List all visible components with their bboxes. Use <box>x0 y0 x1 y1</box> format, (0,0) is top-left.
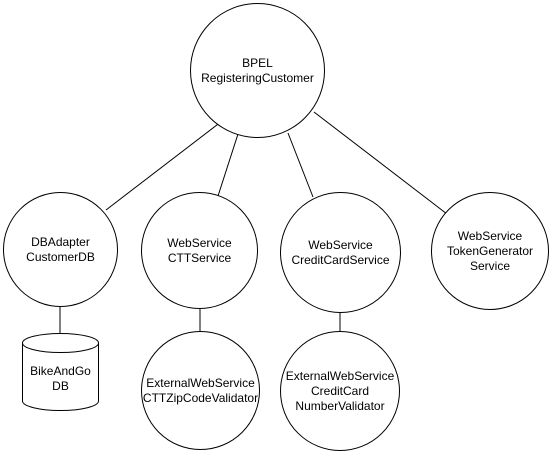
node-webservice-cttservice[interactable]: WebService CTTService <box>141 192 258 309</box>
node-label-line: ExternalWebService <box>285 368 395 383</box>
node-external-creditcardnumbervalidator[interactable]: ExternalWebService CreditCard NumberVali… <box>280 331 400 451</box>
node-label-line: DBAdapter <box>31 234 90 249</box>
node-label-line: BikeAndGo <box>30 364 91 378</box>
node-label-line: DB <box>52 379 69 393</box>
database-cylinder-icon <box>22 333 99 411</box>
db-label: BikeAndGo DB <box>30 364 91 394</box>
node-bikeandgo-db[interactable]: BikeAndGo DB <box>22 333 99 411</box>
node-webservice-tokengenerator[interactable]: WebService TokenGenerator Service <box>431 192 549 310</box>
node-webservice-creditcardservice[interactable]: WebService CreditCardService <box>280 192 401 313</box>
node-label-line: Service <box>469 258 510 273</box>
node-label-line: RegisteringCustomer <box>201 70 314 85</box>
node-label-line: WebService <box>167 235 232 250</box>
node-label-line: CTTService <box>167 250 232 265</box>
node-bpel-registering-customer[interactable]: BPEL RegisteringCustomer <box>190 3 325 138</box>
node-label-line: WebService <box>308 237 373 252</box>
node-label-line: WebService <box>457 228 523 243</box>
edge-root-cc <box>287 132 314 198</box>
node-label-line: TokenGenerator <box>446 243 534 258</box>
edge-root-ctt <box>217 133 239 197</box>
node-label-line: ExternalWebService <box>146 375 255 390</box>
node-label-line: CreditCardService <box>291 252 390 267</box>
edge-root-token <box>313 111 448 215</box>
node-label-line: NumberValidator <box>295 398 385 413</box>
node-external-cttzipcodevalidator[interactable]: ExternalWebService CTTZipCodeValidator <box>141 331 260 450</box>
node-label-line: CreditCard <box>310 383 370 398</box>
node-label-line: CustomerDB <box>26 249 95 264</box>
node-label-line: BPEL <box>242 55 273 70</box>
edge-root-dbadapter <box>105 117 227 211</box>
node-dbadapter-customerdb[interactable]: DBAdapter CustomerDB <box>3 192 118 307</box>
node-label-line: CTTZipCodeValidator <box>142 390 259 405</box>
